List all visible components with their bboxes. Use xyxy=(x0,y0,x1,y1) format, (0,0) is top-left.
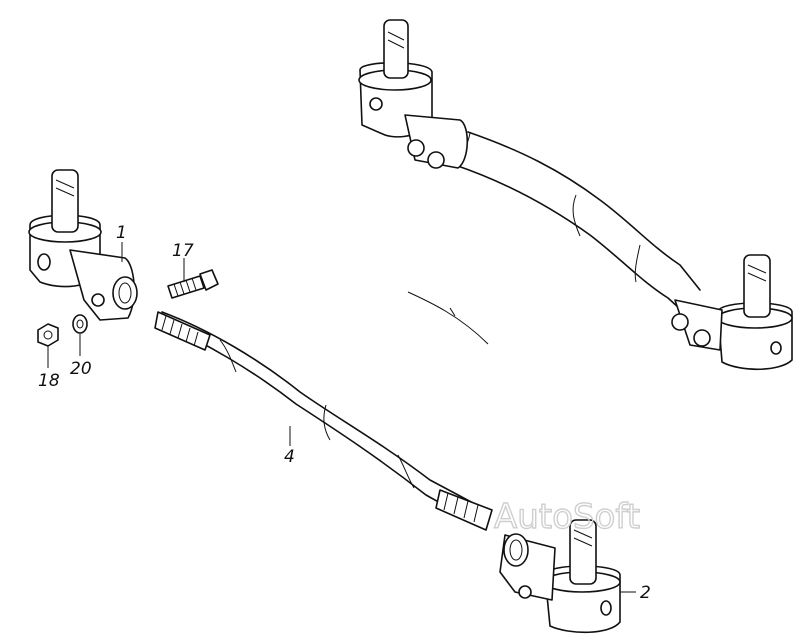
nut xyxy=(37,323,59,347)
assembled-tie-rod xyxy=(358,19,793,371)
callout-part-18: 18 xyxy=(38,371,60,391)
tie-rod-tube xyxy=(154,311,493,531)
watermark: AutoSoft xyxy=(494,497,640,537)
tie-rod-end-right xyxy=(499,519,621,634)
callout-part-17: 17 xyxy=(172,241,194,261)
tie-rod-end-left xyxy=(28,169,138,321)
bolt xyxy=(167,269,219,299)
washer xyxy=(72,314,88,334)
callout-part-2: 2 xyxy=(640,583,651,603)
assembly-leader-tick xyxy=(449,307,456,317)
assembly-leader-line xyxy=(407,291,489,345)
callout-part-4: 4 xyxy=(284,447,295,467)
callout-part-1: 1 xyxy=(116,223,127,243)
callout-part-20: 20 xyxy=(70,359,92,379)
